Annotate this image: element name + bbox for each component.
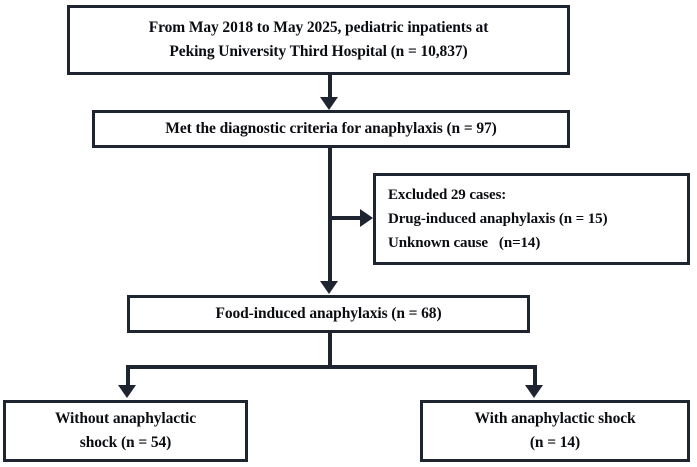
arrow-down-icon-criteria-to-food bbox=[320, 281, 338, 294]
node-excluded-line2: Drug-induced anaphylaxis (n = 15) bbox=[388, 210, 608, 227]
node-excluded-line1: Excluded 29 cases: bbox=[388, 186, 507, 203]
node-without-shock-line2: shock (n = 54) bbox=[79, 434, 172, 451]
node-criteria-line1: Met the diagnostic criteria for anaphyla… bbox=[165, 119, 497, 137]
arrow-down-icon-to-without-shock bbox=[118, 385, 136, 398]
node-food-induced-anaphylaxis: Food-induced anaphylaxis (n = 68) bbox=[127, 295, 530, 333]
connector-split-rail bbox=[126, 365, 537, 369]
node-excluded-cases: Excluded 29 cases: Drug-induced anaphyla… bbox=[373, 173, 690, 265]
node-met-criteria: Met the diagnostic criteria for anaphyla… bbox=[92, 110, 570, 148]
connector-criteria-to-food bbox=[328, 148, 332, 283]
arrow-down-icon-to-with-shock bbox=[525, 385, 543, 398]
node-without-shock-line1: Without anaphylactic bbox=[54, 409, 197, 427]
node-enrolled-line1: From May 2018 to May 2025, pediatric inp… bbox=[148, 18, 489, 36]
connector-enrolled-to-criteria bbox=[328, 75, 332, 99]
connector-split-to-with-shock bbox=[533, 365, 537, 387]
node-enrolled-cohort: From May 2018 to May 2025, pediatric inp… bbox=[67, 5, 570, 75]
connector-branch-to-excluded bbox=[330, 216, 362, 220]
node-with-anaphylactic-shock: With anaphylactic shock (n = 14) bbox=[420, 400, 690, 462]
arrow-down-icon-enrolled-to-criteria bbox=[320, 97, 338, 110]
node-with-shock-line1: With anaphylactic shock bbox=[474, 409, 636, 427]
connector-split-to-without-shock bbox=[126, 365, 130, 387]
connector-food-to-split bbox=[328, 333, 332, 369]
node-food-line1: Food-induced anaphylaxis (n = 68) bbox=[215, 304, 442, 322]
node-without-anaphylactic-shock: Without anaphylactic shock (n = 54) bbox=[3, 400, 248, 462]
node-excluded-line3: Unknown cause (n=14) bbox=[388, 235, 541, 252]
arrow-right-icon-to-excluded bbox=[360, 209, 373, 227]
node-with-shock-line2: (n = 14) bbox=[529, 434, 581, 451]
node-enrolled-line2: Peking University Third Hospital (n = 10… bbox=[169, 43, 468, 60]
